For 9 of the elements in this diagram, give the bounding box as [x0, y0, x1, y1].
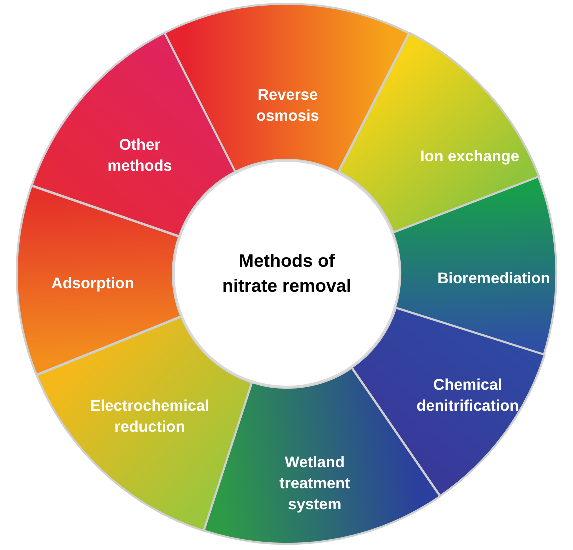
center-title: Methods of nitrate removal	[221, 250, 353, 298]
segment-label: Electrochemical reduction	[90, 397, 210, 438]
segment-label: Reverse osmosis	[256, 86, 320, 127]
segment-label: Chemical denitrification	[416, 376, 520, 417]
segment-label: Ion exchange	[419, 148, 521, 168]
segment-label: Wetland treatment system	[278, 454, 352, 516]
segment-label: Bioremediation	[436, 270, 552, 290]
segment-label: Adsorption	[50, 274, 136, 295]
segment-label: Other methods	[106, 136, 174, 177]
